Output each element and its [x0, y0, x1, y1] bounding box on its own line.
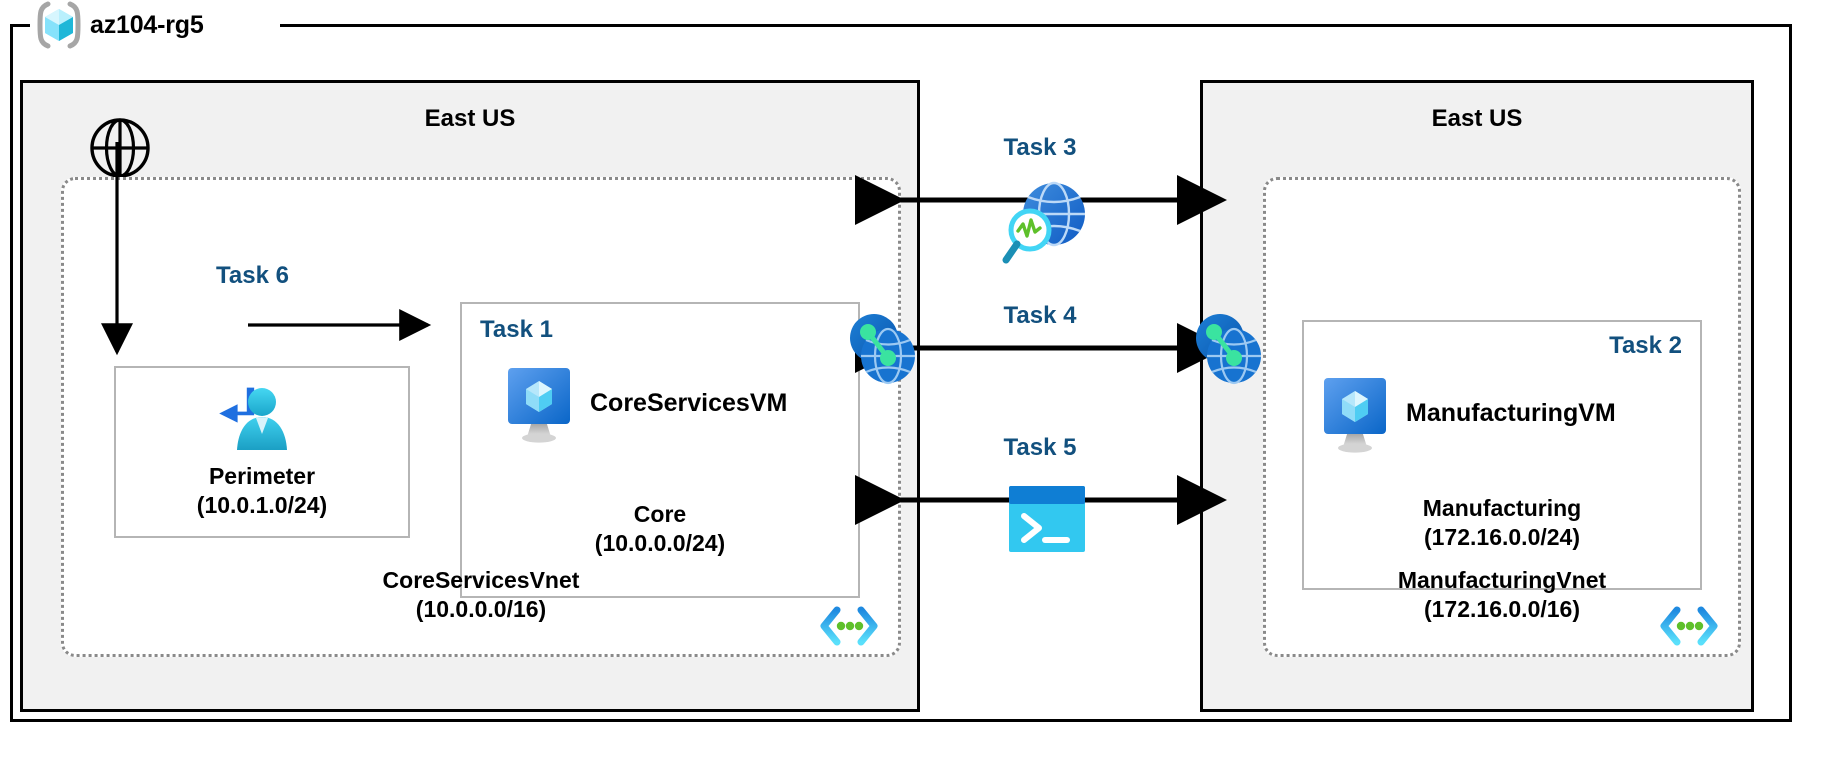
- network-watcher-icon: [1000, 176, 1092, 264]
- subnet-code-icon: [820, 606, 878, 646]
- task-label-4: Task 4: [1003, 302, 1077, 329]
- vnet-manufacturingvnet: Task 2: [1263, 177, 1741, 657]
- subnet-core: Task 1: [460, 302, 860, 598]
- vm-coreservicesvm-name: CoreServicesVM: [590, 388, 788, 417]
- region-name-left: East US: [424, 105, 516, 132]
- globe-outline-icon: [89, 117, 151, 179]
- vnet-coreservicesvnet: Task 6: [61, 177, 901, 657]
- vm-manufacturingvm-row: ManufacturingVM: [1318, 376, 1616, 453]
- task-label-1: Task 1: [480, 316, 553, 343]
- subnet-core-name: Core (10.0.0.0/24): [594, 501, 726, 556]
- task-label-6: Task 6: [216, 262, 289, 289]
- resource-group-name: az104-rg5: [90, 10, 204, 39]
- vnet-manufacturingvnet-label: ManufacturingVnet (172.16.0.0/16): [1397, 567, 1607, 622]
- subnet-perimeter-name: Perimeter (10.0.1.0/24): [196, 463, 328, 518]
- subnet-perimeter: Perimeter (10.0.1.0/24): [114, 366, 410, 538]
- region-box-right: East US Task 2: [1200, 80, 1754, 712]
- resource-group-header: az104-rg5: [34, 1, 212, 49]
- task-label-5: Task 5: [1003, 434, 1077, 461]
- vnet-peering-icon-left: [846, 310, 922, 388]
- virtual-machine-icon: [1318, 376, 1388, 453]
- subnet-manufacturing: Task 2: [1302, 320, 1702, 590]
- task-label-3: Task 3: [1003, 134, 1077, 161]
- vnet-coreservicesvnet-label: CoreServicesVnet (10.0.0.0/16): [382, 567, 580, 622]
- vm-coreservicesvm-row: CoreServicesVM: [502, 366, 788, 443]
- subnet-manufacturing-name: Manufacturing (172.16.0.0/24): [1422, 495, 1582, 550]
- cloud-shell-icon: [1009, 486, 1085, 552]
- bastion-user-icon: [212, 382, 292, 456]
- region-box-left: East US Task 6: [20, 80, 920, 712]
- region-name-right: East US: [1431, 105, 1523, 132]
- virtual-machine-icon: [502, 366, 572, 443]
- task-label-2: Task 2: [1609, 332, 1682, 359]
- resource-group-icon: [34, 1, 84, 49]
- subnet-code-icon: [1660, 606, 1718, 646]
- vm-manufacturingvm-name: ManufacturingVM: [1406, 398, 1616, 427]
- vnet-peering-icon-right: [1192, 310, 1268, 388]
